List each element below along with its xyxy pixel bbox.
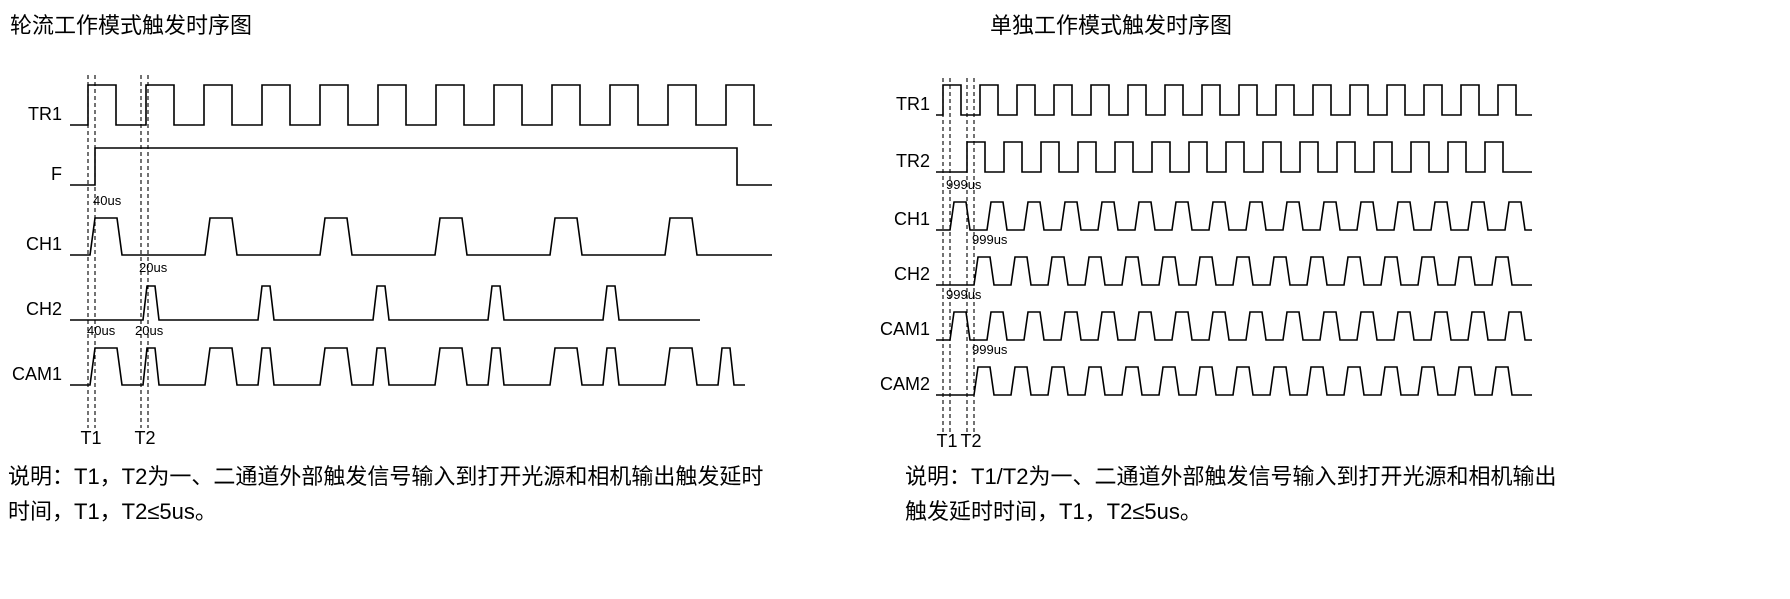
delay-marker-label-t1: T1 [80, 428, 101, 448]
pulse-width-annotation: 40us [93, 193, 122, 208]
pulse-width-annotation: 999us [972, 342, 1008, 357]
pulse-width-annotation: 999us [946, 287, 982, 302]
caption-line-2: 触发延时时间，T1，T2≤5us。 [905, 499, 1202, 524]
caption-line-1: 说明：T1，T2为一、二通道外部触发信号输入到打开光源和相机输出触发延时 [8, 464, 764, 489]
signal-label-tr1: TR1 [896, 94, 930, 114]
waveform-alternating-cam1 [70, 347, 745, 386]
waveform-independent-tr1 [936, 84, 1532, 116]
waveform-alternating-tr1 [70, 84, 772, 126]
signal-label-ch1: CH1 [26, 234, 62, 254]
signal-label-tr2: TR2 [896, 151, 930, 171]
pulse-width-annotation: 999us [972, 232, 1008, 247]
caption-line-2: 时间，T1，T2≤5us。 [8, 499, 217, 524]
caption-line-1: 说明：T1/T2为一、二通道外部触发信号输入到打开光源和相机输出 [905, 464, 1557, 489]
waveform-independent-ch2 [936, 256, 1532, 286]
signal-label-ch1: CH1 [894, 209, 930, 229]
delay-marker-label-t2: T2 [134, 428, 155, 448]
signal-label-ch2: CH2 [26, 299, 62, 319]
waveform-independent-tr2 [936, 141, 1532, 173]
waveform-independent-cam2 [936, 366, 1532, 396]
diagram-independent: TR1TR2CH1999usCH2999usCAM1999usCAM2999us… [880, 78, 1532, 451]
signal-label-cam1: CAM1 [880, 319, 930, 339]
caption-independent-mode: 说明：T1/T2为一、二通道外部触发信号输入到打开光源和相机输出 触发延时时间，… [905, 459, 1556, 529]
signal-label-f: F [51, 164, 62, 184]
caption-alternating-mode: 说明：T1，T2为一、二通道外部触发信号输入到打开光源和相机输出触发延时 时间，… [8, 459, 763, 529]
diagram-title-alternating-mode: 轮流工作模式触发时序图 [10, 13, 253, 38]
waveform-independent-cam1 [936, 311, 1532, 341]
signal-label-cam2: CAM2 [880, 374, 930, 394]
waveform-independent-ch1 [936, 201, 1532, 231]
waveform-alternating-ch2 [70, 285, 700, 321]
signal-label-cam1: CAM1 [12, 364, 62, 384]
diagram-title-independent-mode: 单独工作模式触发时序图 [990, 13, 1233, 38]
waveform-alternating-f [70, 147, 772, 186]
pulse-width-annotation: 20us [139, 260, 168, 275]
signal-label-ch2: CH2 [894, 264, 930, 284]
pulse-width-annotation: 999us [946, 177, 982, 192]
pulse-width-annotation: 20us [135, 323, 164, 338]
delay-marker-label-t2: T2 [960, 431, 981, 451]
waveform-alternating-ch1 [70, 217, 772, 256]
pulse-width-annotation: 40us [87, 323, 116, 338]
signal-label-tr1: TR1 [28, 104, 62, 124]
delay-marker-label-t1: T1 [936, 431, 957, 451]
